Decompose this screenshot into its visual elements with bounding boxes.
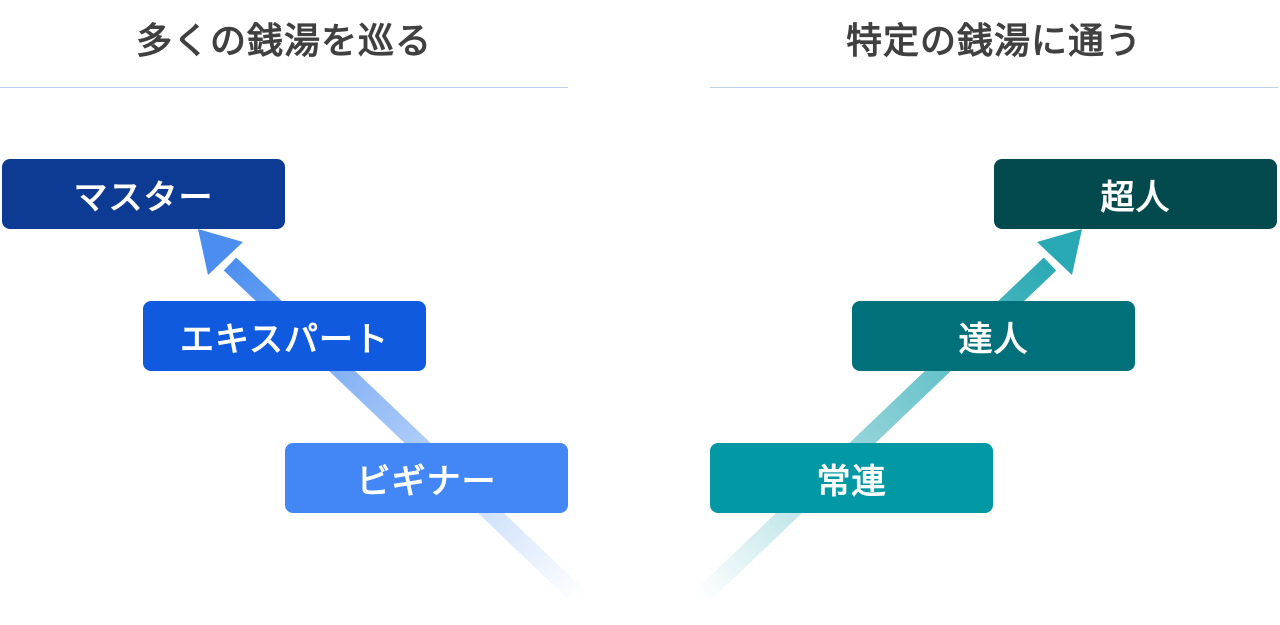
level-box-regular: 常連 — [710, 443, 993, 513]
left-column-heading: 多くの銭湯を巡る — [135, 21, 432, 62]
right-column-heading: 特定の銭湯に通う — [845, 21, 1142, 62]
level-label-beginner: ビギナー — [356, 461, 497, 502]
level-label-expert: エキスパート — [180, 319, 389, 360]
level-label-master: マスター — [73, 177, 214, 218]
level-label-tatsujin: 達人 — [958, 319, 1029, 360]
level-box-superhuman: 超人 — [994, 159, 1277, 229]
left-heading-divider — [0, 87, 568, 88]
level-box-master: マスター — [2, 159, 285, 229]
level-box-beginner: ビギナー — [285, 443, 568, 513]
level-box-expert: エキスパート — [143, 301, 426, 371]
level-box-tatsujin: 達人 — [852, 301, 1135, 371]
level-label-superhuman: 超人 — [1100, 177, 1171, 218]
right-heading-divider — [710, 87, 1278, 88]
left-arrow — [198, 229, 587, 605]
right-arrow — [693, 229, 1082, 605]
level-label-regular: 常連 — [816, 461, 887, 502]
